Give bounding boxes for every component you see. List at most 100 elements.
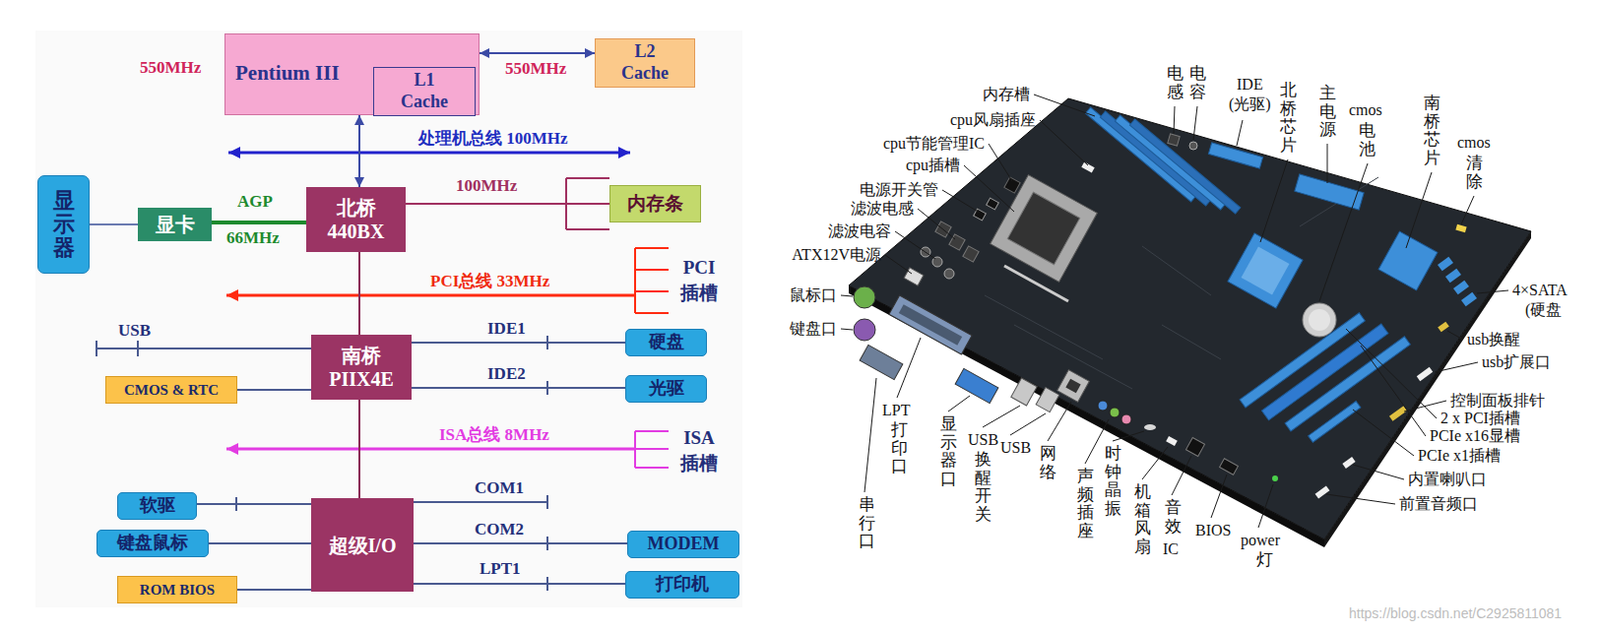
box-text: 内存条 bbox=[627, 192, 684, 216]
part-label: 机箱风扇 bbox=[1134, 483, 1152, 558]
ps2-port bbox=[853, 286, 876, 309]
part-label: PCI总线 33MHz bbox=[430, 271, 550, 292]
usb-line bbox=[96, 347, 312, 350]
parallel-port bbox=[898, 304, 962, 346]
box-text: 光驱 bbox=[648, 378, 685, 400]
audio-jack bbox=[1109, 407, 1120, 418]
board-edge bbox=[848, 285, 1325, 548]
serial-port bbox=[859, 344, 903, 380]
device-box: 硬盘 bbox=[625, 328, 707, 357]
part-label: cpu节能管理IC bbox=[883, 134, 985, 153]
usb-header bbox=[1416, 367, 1433, 382]
ide-connector bbox=[1208, 142, 1263, 169]
parallel-port bbox=[889, 295, 972, 355]
memory-slot bbox=[1085, 107, 1196, 202]
cache-box: L1 Cache bbox=[373, 66, 476, 117]
connector-label: COM2 bbox=[474, 519, 524, 540]
usb-port bbox=[1035, 386, 1060, 412]
sata-port bbox=[1445, 268, 1462, 284]
connector bbox=[89, 223, 138, 226]
part-label: 南桥芯片 bbox=[1423, 94, 1441, 169]
part-label: 滤波电感 bbox=[850, 199, 914, 218]
part-label: USB bbox=[967, 431, 999, 449]
tick bbox=[236, 495, 548, 597]
part-label: 前置音频口 bbox=[1399, 495, 1478, 513]
heatsink-top bbox=[1241, 247, 1290, 296]
cpu-socket-core bbox=[1007, 192, 1080, 264]
audio-header bbox=[1315, 485, 1331, 499]
box-text: 440BX bbox=[327, 219, 385, 244]
part-label: 4×SATA bbox=[1512, 281, 1568, 300]
board-edge bbox=[1324, 231, 1532, 548]
pcie-x1-slot bbox=[1308, 400, 1361, 443]
fan-header bbox=[1081, 161, 1094, 173]
part-label: 声频插座 bbox=[1077, 467, 1094, 542]
connector bbox=[358, 252, 361, 335]
box-text: MODEM bbox=[647, 533, 720, 556]
part-label: BIOS bbox=[1195, 521, 1231, 540]
pci-bus bbox=[226, 294, 636, 298]
cmos-jumper bbox=[1455, 224, 1467, 234]
box-text: CMOS & RTC bbox=[124, 381, 219, 399]
part-label: 2 x PCI插槽 bbox=[1440, 409, 1521, 428]
tick bbox=[96, 340, 138, 357]
processor-bus bbox=[228, 151, 631, 155]
device-box: 软驱 bbox=[117, 492, 197, 520]
box-text: 打印机 bbox=[655, 574, 709, 596]
trace bbox=[984, 177, 1379, 389]
lan-port bbox=[1065, 379, 1081, 394]
part-label: 网络 bbox=[1039, 445, 1057, 482]
isa-slot-comb bbox=[635, 431, 669, 468]
box-text: PIIX4E bbox=[328, 367, 394, 391]
choke bbox=[962, 246, 979, 262]
part-label: 北桥芯片 bbox=[1280, 81, 1297, 156]
part-label: cpu插槽 bbox=[905, 156, 960, 175]
lan-port bbox=[1057, 370, 1090, 403]
leader-line bbox=[840, 94, 1509, 528]
memory-slot bbox=[1129, 119, 1240, 214]
audio-jack bbox=[1121, 414, 1132, 425]
part-label: 换醒开关 bbox=[974, 450, 992, 525]
part-label: 显示器口 bbox=[940, 415, 958, 490]
connector bbox=[413, 582, 626, 585]
graphics-card-box: 显卡 bbox=[137, 207, 212, 242]
part-label: 音效 bbox=[1164, 499, 1182, 536]
box-text: 硬盘 bbox=[648, 331, 685, 354]
jumper bbox=[1437, 321, 1450, 333]
audio-jack bbox=[1097, 400, 1108, 411]
box-text: 显卡 bbox=[155, 212, 195, 237]
box-text: L1 Cache bbox=[400, 69, 448, 113]
box-text: 超级I/O bbox=[328, 533, 397, 558]
audio-ic bbox=[1185, 437, 1205, 456]
connector-label: IDE2 bbox=[487, 364, 526, 384]
connector bbox=[196, 503, 312, 506]
part-label: 滤波电容 bbox=[828, 222, 892, 241]
cpu-box: Pentium IIIL1 Cache bbox=[224, 33, 480, 116]
mosfet bbox=[986, 197, 1000, 210]
part-label: ISA总线 8MHz bbox=[439, 425, 550, 446]
capacitor bbox=[1189, 141, 1198, 150]
connector-label: AGP bbox=[237, 192, 273, 212]
watermark: https://blog.csdn.net/C2925811081 bbox=[1348, 605, 1562, 622]
box-text: 软驱 bbox=[139, 495, 176, 517]
part-label: 键盘口 bbox=[789, 320, 837, 338]
part-label: 串行口 bbox=[858, 496, 876, 552]
ps2-port bbox=[853, 319, 876, 341]
sata-port bbox=[1461, 292, 1477, 308]
box-text: ROM BIOS bbox=[139, 580, 215, 599]
part-label: USB bbox=[1000, 439, 1031, 457]
part-label: IC bbox=[1162, 540, 1179, 559]
part-label: 内存槽 bbox=[982, 85, 1030, 104]
box-text: 北桥 bbox=[336, 195, 377, 220]
sata-port bbox=[1437, 256, 1454, 272]
device-box: 打印机 bbox=[625, 571, 740, 599]
connector bbox=[413, 542, 628, 545]
bios-chip bbox=[1219, 458, 1239, 476]
connector bbox=[237, 388, 312, 391]
box-text: 南桥 bbox=[341, 343, 382, 368]
part-label: PCIe x1插槽 bbox=[1417, 447, 1501, 465]
memory-slot bbox=[1099, 111, 1211, 206]
clock-crystal bbox=[1144, 424, 1156, 431]
northbridge-heatsink bbox=[1227, 233, 1303, 309]
socket-lever bbox=[1004, 265, 1069, 302]
